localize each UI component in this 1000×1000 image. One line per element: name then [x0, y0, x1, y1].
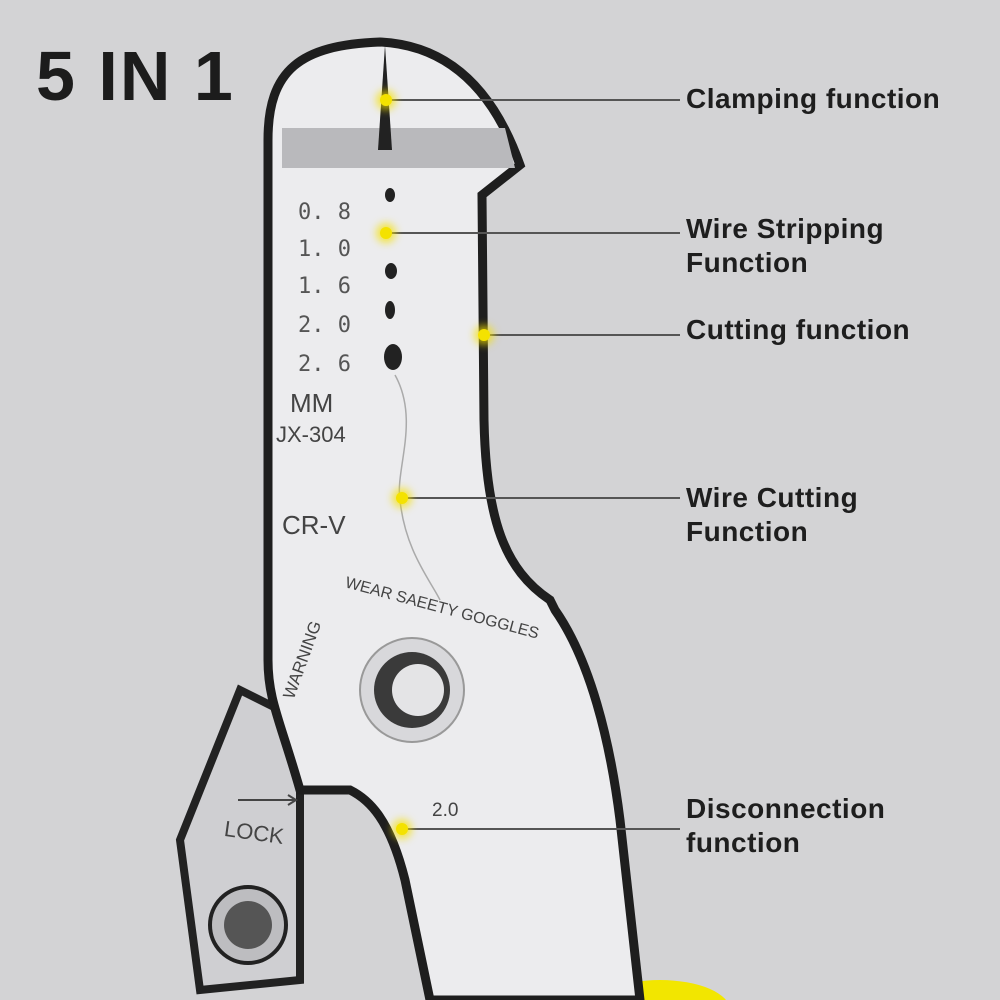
callout-dot: [380, 94, 392, 106]
jaw-bevel: [282, 128, 515, 168]
model-mark: JX-304: [276, 422, 346, 447]
size-mark: 2. 0: [298, 313, 351, 338]
label-cutting: Cutting function: [686, 314, 911, 345]
size-label: 2.0: [432, 800, 459, 821]
strip-hole: [384, 344, 402, 370]
callout-dot: [396, 492, 408, 504]
callout-dot: [478, 329, 490, 341]
unit-mark: MM: [290, 388, 334, 418]
page-title: 5 IN 1: [36, 37, 235, 115]
strip-hole: [385, 301, 395, 319]
callout-dot: [396, 823, 408, 835]
strip-hole: [385, 263, 397, 279]
size-mark: 2. 6: [298, 352, 351, 377]
strip-hole: [385, 188, 395, 202]
material-mark: CR-V: [282, 510, 346, 540]
size-mark: 1. 6: [298, 274, 351, 299]
plier-jaw: [263, 37, 645, 1000]
label-clamping: Clamping function: [686, 83, 941, 114]
size-mark: 0. 8: [298, 200, 351, 225]
size-mark: 1. 0: [298, 237, 351, 262]
callout-dot: [380, 227, 392, 239]
